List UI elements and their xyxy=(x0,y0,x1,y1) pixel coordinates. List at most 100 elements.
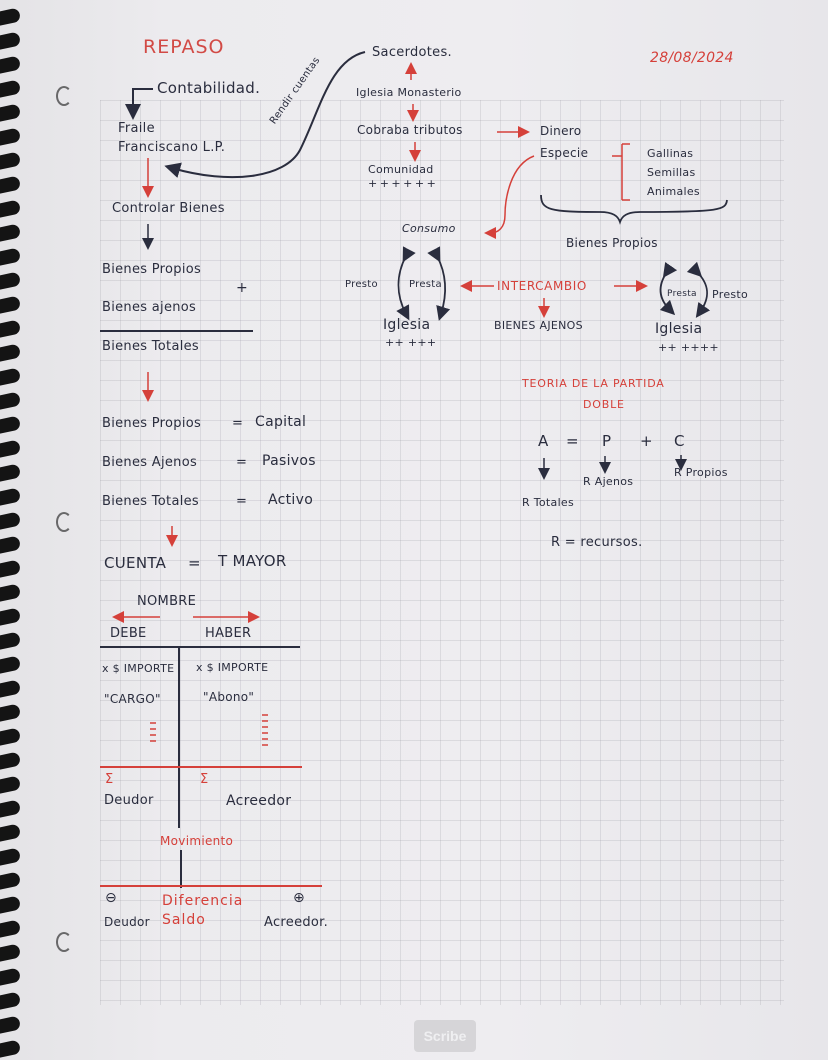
consumo-label: Consumo xyxy=(402,222,456,235)
spiral-coil xyxy=(0,655,22,675)
recursos-legend: R = recursos. xyxy=(551,535,643,550)
spiral-coil xyxy=(0,175,22,195)
bienes-propios-brace-label: Bienes Propios xyxy=(566,236,658,250)
p-meaning: R Ajenos xyxy=(583,475,634,488)
eq-row-ajenos-right: Pasivos xyxy=(262,453,316,469)
eq-row-propios-eq: = xyxy=(232,416,244,431)
eq-row-totales-left: Bienes Totales xyxy=(102,494,200,509)
left-presta-label: Presta xyxy=(409,279,442,290)
bienes-ajenos-label: Bienes ajenos xyxy=(102,300,197,315)
eq-row-totales-right: Activo xyxy=(268,492,314,508)
date-label: 28/08/2024 xyxy=(650,50,734,66)
comunidad-label: Comunidad xyxy=(368,163,434,176)
spiral-coil xyxy=(0,751,22,771)
eq-row-propios-right: Capital xyxy=(255,414,307,430)
cobraba-tributos-label: Cobraba tributos xyxy=(357,123,463,137)
spiral-coil xyxy=(0,559,22,579)
saldo-label: Saldo xyxy=(162,912,206,928)
page-title: REPASO xyxy=(143,36,225,58)
bienes-propios-label: Bienes Propios xyxy=(102,262,202,277)
spiral-coil xyxy=(0,895,22,915)
acreedor-label: Acreedor xyxy=(226,793,292,809)
cuenta-eq: = xyxy=(188,554,201,572)
plus-circle-icon: ⊕ xyxy=(293,890,306,906)
binder-hole-icon xyxy=(56,86,72,106)
t-account-vertical-line-lower xyxy=(180,850,182,888)
spiral-binding xyxy=(0,0,40,1060)
minus-circle-icon: ⊖ xyxy=(105,890,118,906)
especie-label: Especie xyxy=(540,146,589,160)
debe-sigma: Σ xyxy=(105,772,114,787)
c-meaning: R Propios xyxy=(674,466,728,479)
t-account-haber: HABER xyxy=(205,626,252,641)
spiral-coil xyxy=(0,199,22,219)
t-account-debe: DEBE xyxy=(110,626,147,641)
cuenta-label: CUENTA xyxy=(104,554,167,572)
saldo-deudor-label: Deudor xyxy=(104,915,150,929)
spiral-coil xyxy=(0,391,22,411)
right-presto-label: Presto xyxy=(712,288,749,301)
spiral-coil xyxy=(0,31,22,51)
a-meaning: R Totales xyxy=(522,496,575,509)
franciscano-label: Franciscano L.P. xyxy=(118,140,226,155)
spiral-coil xyxy=(0,223,22,243)
spiral-coil xyxy=(0,343,22,363)
spiral-coil xyxy=(0,319,22,339)
t-account-top-line xyxy=(100,646,300,648)
haber-importe: x $ IMPORTE xyxy=(196,661,269,674)
spiral-coil xyxy=(0,295,22,315)
saldo-acreedor-label: Acreedor. xyxy=(264,915,329,930)
binder-hole-icon xyxy=(56,932,72,952)
spiral-coil xyxy=(0,703,22,723)
spiral-coil xyxy=(0,775,22,795)
debe-importe: x $ IMPORTE xyxy=(102,662,175,675)
intercambio-label: INTERCAMBIO xyxy=(497,279,587,293)
iglesia-monasterio-label: Iglesia Monasterio xyxy=(356,86,462,99)
formula-c: C xyxy=(674,432,685,450)
right-iglesia-label: Iglesia xyxy=(655,321,703,337)
especie-item: Semillas xyxy=(647,166,696,179)
spiral-coil xyxy=(0,79,22,99)
deudor-label: Deudor xyxy=(104,793,154,808)
spiral-coil xyxy=(0,55,22,75)
formula-eq: = xyxy=(566,432,579,450)
formula-plus: + xyxy=(640,432,653,450)
spiral-coil xyxy=(0,127,22,147)
eq-row-propios-left: Bienes Propios xyxy=(102,416,202,431)
t-account-saldo-line xyxy=(100,885,322,887)
spiral-coil xyxy=(0,943,22,963)
bienes-totales-label: Bienes Totales xyxy=(102,339,200,354)
spiral-coil xyxy=(0,991,22,1011)
formula-a: A xyxy=(538,432,549,450)
partida-doble-title-line2: DOBLE xyxy=(583,398,625,411)
right-iglesia-people: ++ ++++ xyxy=(658,341,719,354)
spiral-coil xyxy=(0,535,22,555)
controlar-bienes-label: Controlar Bienes xyxy=(112,201,225,216)
spiral-coil xyxy=(0,151,22,171)
spiral-coil xyxy=(0,439,22,459)
fraile-label: Fraile xyxy=(118,121,155,136)
spiral-coil xyxy=(0,631,22,651)
spiral-coil xyxy=(0,1039,22,1059)
spiral-coil xyxy=(0,799,22,819)
bienes-ajenos-result: BIENES AJENOS xyxy=(494,319,583,332)
eq-row-totales-eq: = xyxy=(236,494,248,509)
spiral-coil xyxy=(0,823,22,843)
formula-p: P xyxy=(602,432,612,450)
spiral-coil xyxy=(0,7,22,27)
spiral-coil xyxy=(0,1015,22,1035)
spiral-coil xyxy=(0,487,22,507)
spiral-coil xyxy=(0,679,22,699)
especie-item: Gallinas xyxy=(647,147,694,160)
sum-divider xyxy=(100,330,253,332)
spiral-coil xyxy=(0,247,22,267)
spiral-coil xyxy=(0,871,22,891)
t-account-vertical-line xyxy=(178,646,180,828)
sacerdotes-label: Sacerdotes. xyxy=(372,45,452,60)
debe-cargo: "CARGO" xyxy=(104,692,161,706)
spiral-coil xyxy=(0,367,22,387)
eq-row-ajenos-left: Bienes Ajenos xyxy=(102,455,198,470)
t-account-nombre: NOMBRE xyxy=(137,594,197,609)
binder-hole-icon xyxy=(56,512,72,532)
